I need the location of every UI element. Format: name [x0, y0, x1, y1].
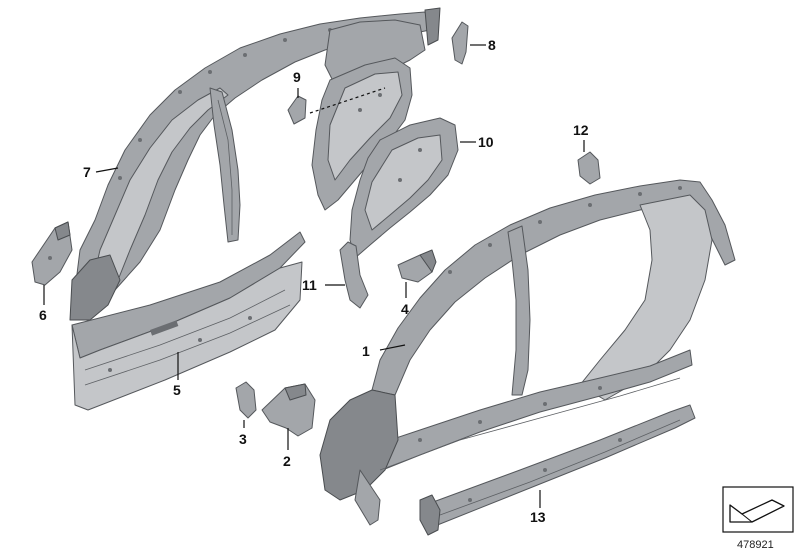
callout-3: 3 — [239, 431, 247, 447]
part-13-rocker-reinforcement — [419, 404, 696, 536]
callout-12: 12 — [573, 122, 589, 138]
callout-11: 11 — [302, 277, 317, 293]
part-11-bracket — [339, 241, 369, 309]
callout-labels: 1 2 3 4 5 6 7 8 9 10 11 12 13 — [39, 37, 589, 525]
callout-7: 7 — [83, 164, 91, 180]
callout-2: 2 — [283, 453, 291, 469]
part-9-bracket — [287, 95, 307, 125]
part-10-wheel-arch — [349, 117, 459, 259]
part-8-bracket — [451, 21, 469, 65]
callout-8: 8 — [488, 37, 496, 53]
diagonal-arrow-icon[interactable] — [722, 486, 794, 533]
part-12-bracket — [577, 151, 601, 185]
callout-13: 13 — [530, 509, 546, 525]
callout-10: 10 — [478, 134, 494, 150]
leader-lines — [43, 44, 585, 508]
callout-5: 5 — [173, 382, 181, 398]
part-3-bracket — [235, 381, 257, 419]
part-2-bracket — [261, 383, 316, 437]
part-4-bracket — [397, 249, 437, 283]
left-sill-part — [71, 231, 306, 411]
callout-1: 1 — [362, 343, 370, 359]
callout-4: 4 — [401, 301, 409, 317]
reference-number: 478921 — [737, 539, 774, 551]
callout-9: 9 — [293, 69, 301, 85]
part-6-bracket — [31, 221, 73, 286]
right-side-frame-part — [319, 179, 736, 526]
callout-6: 6 — [39, 307, 47, 323]
